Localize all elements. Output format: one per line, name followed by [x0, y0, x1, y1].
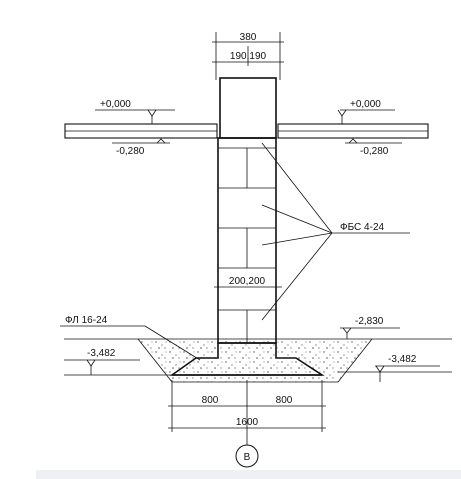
wall-upper	[219, 77, 277, 139]
dimension-800-left: 800	[202, 395, 219, 406]
elevation-top-left-label: +0,000	[100, 99, 131, 110]
strip-footing	[169, 342, 325, 376]
dimension-200-200: 200,200	[229, 276, 266, 287]
axis-marker-label: В	[244, 452, 251, 463]
axis-marker: В	[235, 412, 259, 468]
elevation-ground-right-label: -2,830	[355, 316, 384, 327]
elevation-top-right-label: +0,000	[350, 99, 381, 110]
elevation-top-left: +0,000	[95, 99, 175, 124]
elevation-slab-bottom-left-label: -0,280	[116, 146, 145, 157]
dimension-190-190: 190,190	[230, 51, 267, 62]
ground-lines	[64, 338, 452, 376]
dimension-800-right: 800	[276, 395, 293, 406]
elevation-slab-bottom-left: -0,280	[112, 138, 170, 157]
elevation-sole-right-label: -3,482	[388, 354, 417, 365]
floor-slab-right	[277, 123, 429, 139]
footing-leader: ФЛ 16-24	[60, 315, 201, 361]
fbs-dimension: 200,200	[214, 276, 282, 292]
dimension-380: 380	[240, 32, 257, 43]
top-dimensions: 380 190,190	[212, 32, 284, 80]
elevation-sole-left-label: -3,482	[87, 348, 116, 359]
bottom-strip	[36, 470, 461, 479]
backfill-soil	[137, 338, 373, 383]
elevation-slab-bottom-right: -0,280	[345, 138, 402, 157]
elevation-top-right: +0,000	[337, 99, 395, 124]
fbs-label: ФБС 4-24	[340, 222, 385, 233]
elevation-slab-bottom-right-label: -0,280	[360, 146, 389, 157]
floor-slab-left	[64, 123, 218, 139]
elevation-sole-left: -3,482	[64, 348, 140, 375]
elevation-sole-right: -3,482	[375, 354, 440, 382]
fbs-leader: ФБС 4-24	[261, 142, 410, 321]
fbs-block-column	[217, 137, 277, 344]
elevation-ground-right: -2,830	[340, 316, 400, 339]
footing-label: ФЛ 16-24	[65, 315, 108, 326]
